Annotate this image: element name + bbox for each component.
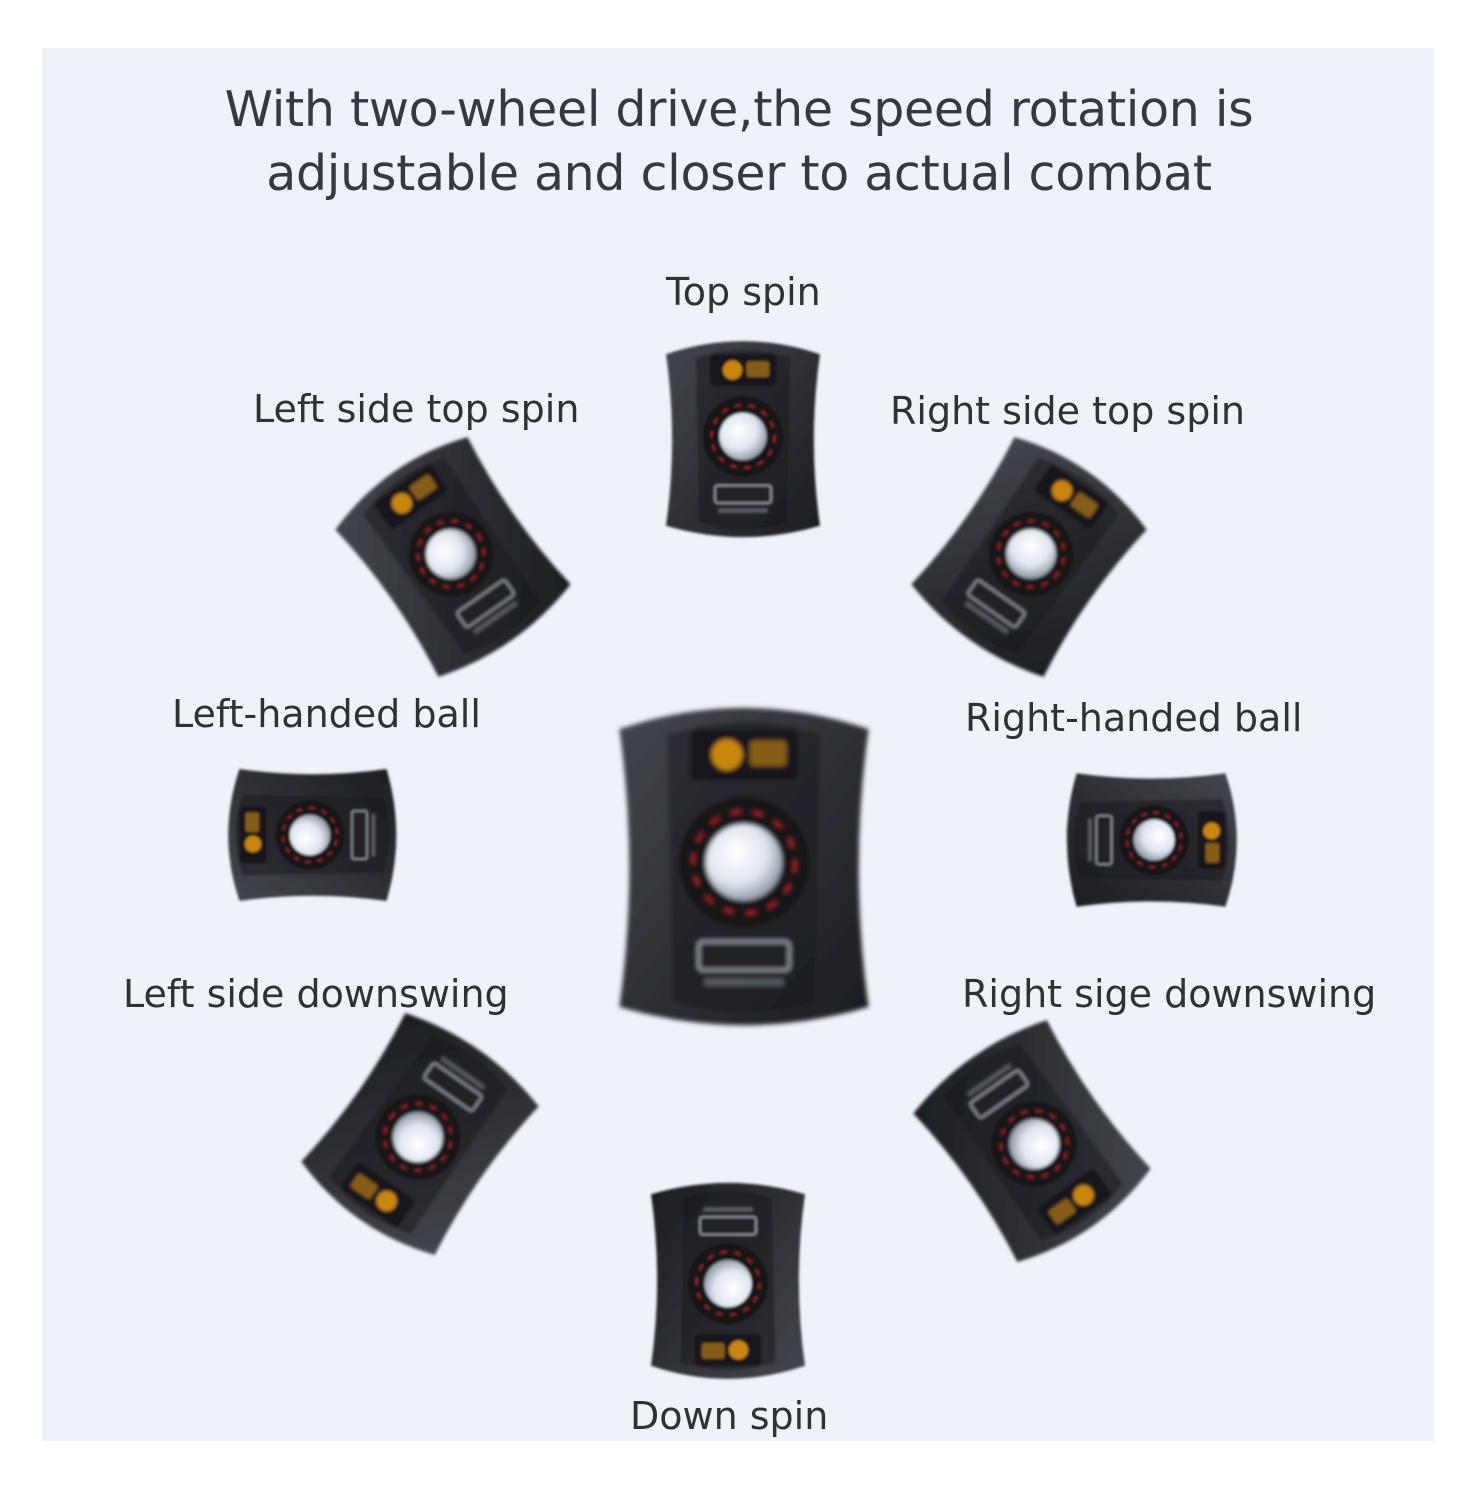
label-right-side-downswing: Right sige downswing (962, 972, 1377, 1016)
device-left-side-downswing (292, 1002, 547, 1268)
headline-line-1: With two-wheel drive,the speed rotation … (224, 81, 1254, 138)
device-left-handed-ball (204, 745, 422, 925)
label-left-side-top-spin: Left side top spin (253, 387, 580, 431)
device-right-side-downswing (905, 1009, 1160, 1275)
label-top-spin: Top spin (666, 270, 821, 314)
headline: With two-wheel drive,the speed rotation … (0, 78, 1478, 206)
label-right-handed-ball: Right-handed ball (965, 696, 1303, 740)
headline-line-2: adjustable and closer to actual combat (266, 145, 1212, 202)
device-left-side-top-spin (326, 424, 579, 688)
device-down-spin (633, 1175, 823, 1385)
label-left-handed-ball: Left-handed ball (172, 692, 481, 736)
label-down-spin: Down spin (630, 1394, 829, 1438)
label-left-side-downswing: Left side downswing (123, 972, 509, 1016)
label-right-side-top-spin: Right side top spin (890, 389, 1245, 433)
device-right-side-top-spin (903, 424, 1156, 688)
device-top-spin (648, 335, 838, 545)
device-center (598, 698, 890, 1038)
device-right-handed-ball (1043, 749, 1259, 931)
